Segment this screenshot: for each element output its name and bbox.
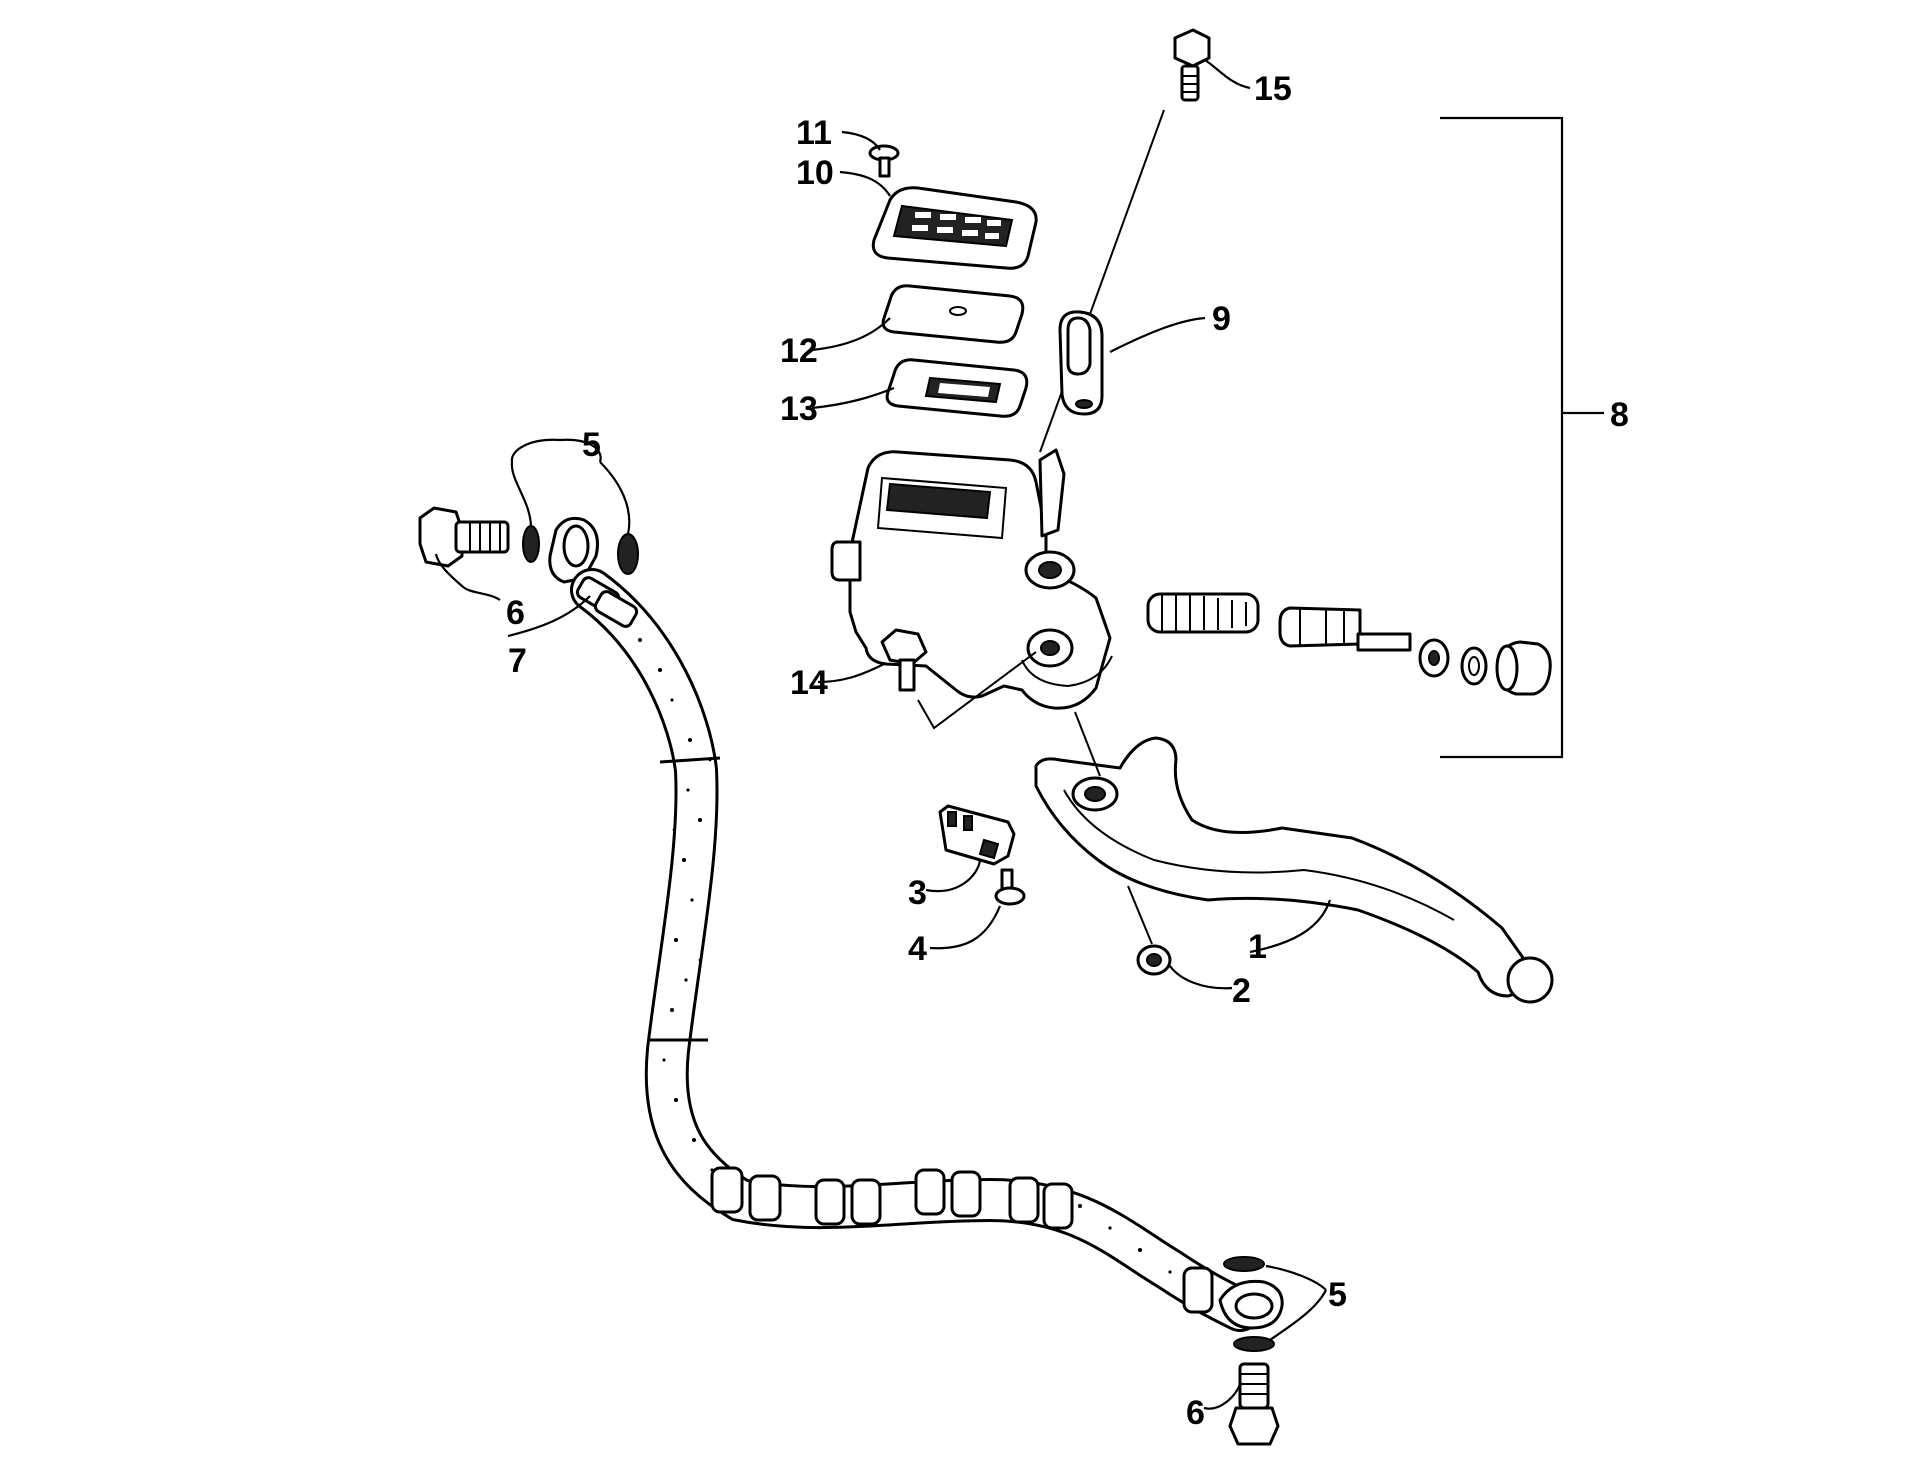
- callout-7: 7: [508, 642, 527, 680]
- callout-6-lower: 6: [1186, 1394, 1205, 1432]
- piston-kit: [1146, 592, 1552, 696]
- part-9-clamp: [1058, 310, 1104, 416]
- part-14-bleeder: [880, 628, 1037, 730]
- banjo-bolt-upper: [418, 506, 510, 568]
- callout-5-lower: 5: [1328, 1276, 1347, 1314]
- callout-11: 11: [796, 114, 832, 152]
- part-4-screw: [994, 868, 1026, 906]
- banjo-fitting-lower: [1218, 1279, 1284, 1330]
- part-12-diaphragm-plate: [881, 284, 1025, 344]
- callout-5-upper: 5: [582, 426, 601, 464]
- callout-4: 4: [908, 930, 927, 968]
- callout-9: 9: [1212, 300, 1231, 338]
- callout-1: 1: [1248, 928, 1267, 966]
- assembly-bracket: [1440, 116, 1604, 759]
- leader-lines: [434, 59, 1332, 1410]
- callout-labels: 1 2 3 4 5 5 6 6 7 8 9 10 11 12 13 14 15: [506, 70, 1629, 1432]
- banjo-bolt-lower: [1228, 1362, 1280, 1446]
- callout-8: 8: [1610, 396, 1629, 434]
- part-3-brake-switch: [938, 804, 1016, 866]
- callout-10: 10: [796, 154, 834, 192]
- part-2-nut: [1136, 944, 1172, 976]
- crush-washer: [522, 525, 540, 563]
- callout-14: 14: [790, 664, 828, 702]
- callout-3: 3: [908, 874, 927, 912]
- callout-2: 2: [1232, 972, 1251, 1010]
- callout-12: 12: [780, 332, 818, 370]
- part-11-screw: [868, 144, 900, 178]
- spring: [1146, 592, 1260, 634]
- hose-collar-upper: [575, 576, 639, 628]
- crush-washer: [617, 533, 639, 575]
- banjo-fitting-upper: [548, 516, 599, 584]
- crush-washer: [1233, 1336, 1275, 1352]
- crush-washer: [1223, 1256, 1265, 1272]
- part-13-diaphragm-gasket: [885, 358, 1029, 418]
- callout-13: 13: [780, 390, 818, 428]
- callout-6-upper: 6: [506, 594, 525, 632]
- part-7-brake-hose: [570, 568, 1262, 1332]
- piston: [1278, 606, 1412, 652]
- upper-banjo-fitting: [418, 506, 639, 584]
- part-1-brake-lever: [1034, 711, 1554, 1004]
- part-10-reservoir-cover: [871, 186, 1038, 270]
- callout-15: 15: [1254, 70, 1292, 108]
